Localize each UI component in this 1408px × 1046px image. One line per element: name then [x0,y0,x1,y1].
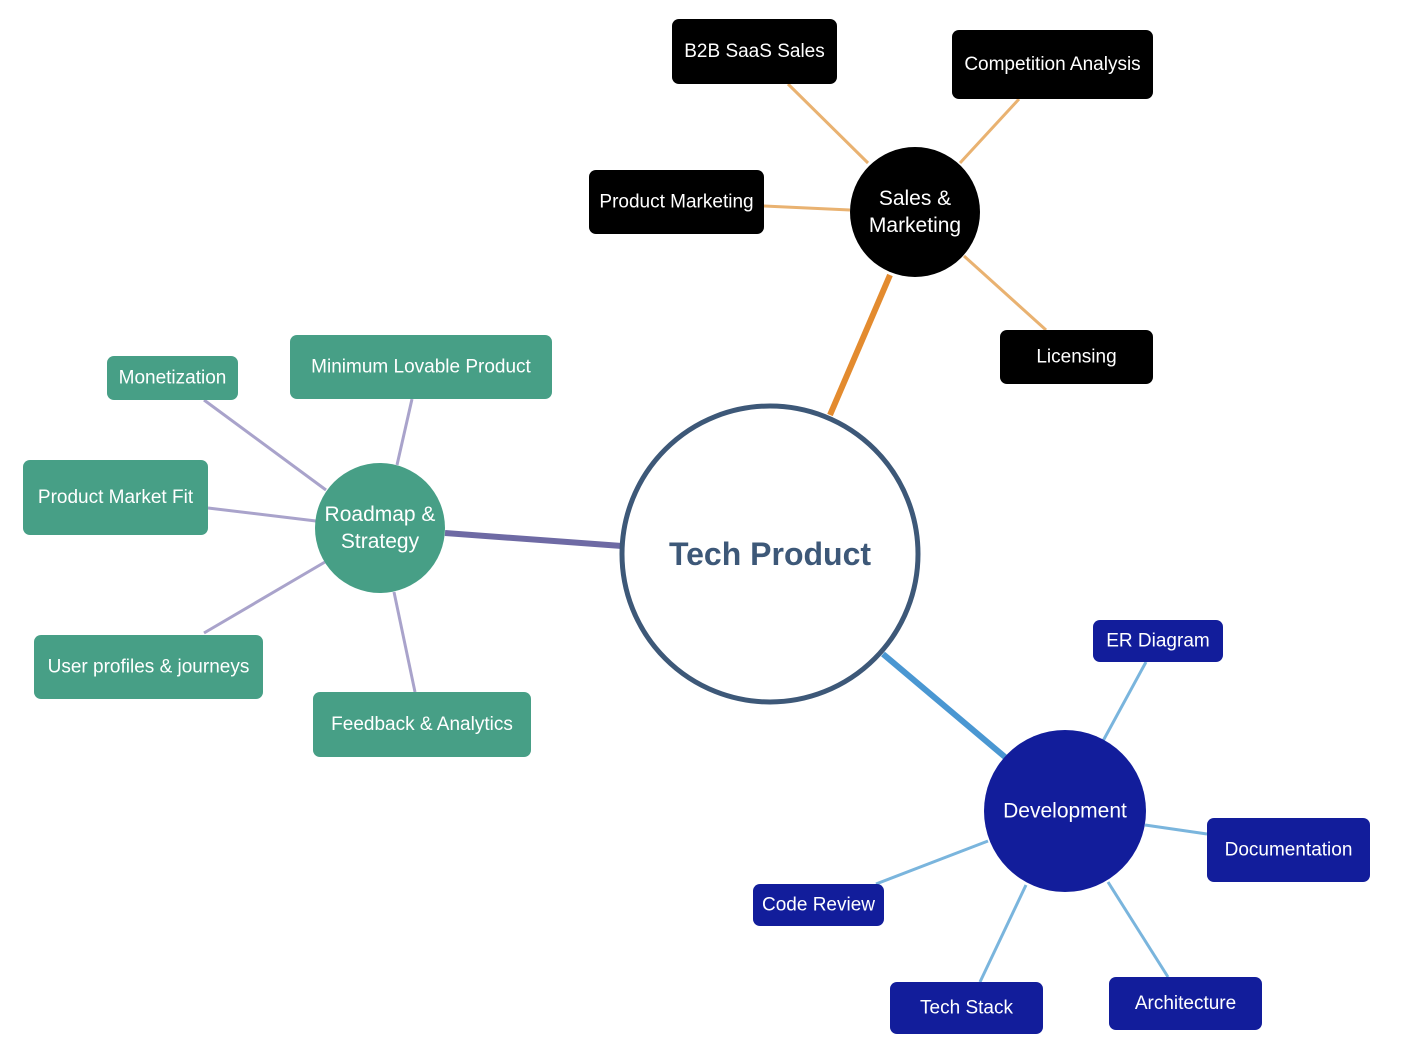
leaf-node-user-profiles-and-journeys[interactable]: User profiles & journeys [34,635,263,699]
leaf-node-label: Architecture [1135,993,1236,1014]
leaf-node-box [1109,977,1262,1030]
leaf-node-box [23,460,208,535]
leaf-node-label: B2B SaaS Sales [684,41,824,62]
hub-node-circle [315,463,445,593]
leaf-node-documentation[interactable]: Documentation [1207,818,1370,882]
leaf-node-feedback-and-analytics[interactable]: Feedback & Analytics [313,692,531,757]
leaf-node-box [1000,330,1153,384]
roadmap-leaf-edge [203,398,327,492]
leaf-node-label: Competition Analysis [964,54,1140,75]
leaf-node-tech-stack[interactable]: Tech Stack [890,982,1043,1034]
leaf-node-label: Product Market Fit [38,487,194,508]
leaf-node-competition-analysis[interactable]: Competition Analysis [952,30,1153,99]
leaf-node-label: ER Diagram [1106,631,1209,652]
leaf-node-monetization[interactable]: Monetization [107,356,238,400]
hub-node-label: Roadmap & [325,503,436,526]
leaf-node-label: Minimum Lovable Product [311,357,531,378]
leaf-node-licensing[interactable]: Licensing [1000,330,1153,384]
development-leaf-edge [875,839,989,886]
sales-leaf-edge [962,254,1048,332]
leaf-node-box [107,356,238,400]
leaf-node-box [672,19,837,84]
leaf-node-box [290,335,552,399]
leaf-node-box [34,635,263,699]
leaf-node-label: Product Marketing [599,192,753,213]
root-node-circle [619,403,921,705]
hub-node-label: Strategy [341,530,420,553]
hub-node-circle [984,730,1146,892]
leaf-node-label: Documentation [1225,840,1353,861]
leaf-node-label: Licensing [1036,347,1116,368]
development-leaf-edge [978,884,1028,983]
hub-node-development[interactable]: Development [984,730,1146,892]
leaf-node-code-review[interactable]: Code Review [753,884,884,926]
leaf-node-product-marketing[interactable]: Product Marketing [589,170,764,234]
development-main-edge [881,651,1007,760]
leaf-node-box [890,982,1043,1034]
hub-node-circle [850,147,980,277]
leaf-node-box [589,170,764,234]
leaf-node-architecture[interactable]: Architecture [1109,977,1262,1030]
roadmap-leaf-edge [207,506,317,523]
sales-leaf-edge [763,204,851,212]
hub-node-label: Sales & [879,187,951,210]
leaf-node-box [1207,818,1370,882]
edges-layer [203,82,1208,983]
leaf-node-label: Monetization [119,368,227,389]
roadmap-main-edge [444,530,623,549]
leaf-node-er-diagram[interactable]: ER Diagram [1093,620,1223,662]
hub-node-sales[interactable]: Sales & Marketing [850,147,980,277]
hub-node-label: Development [1003,800,1127,823]
leaf-node-product-market-fit[interactable]: Product Market Fit [23,460,208,535]
sales-main-edge [827,273,893,417]
root-node-label: Tech Product [669,536,871,572]
leaf-node-box [952,30,1153,99]
sales-leaf-edge [786,82,870,165]
hub-node-label: Marketing [869,214,961,237]
roadmap-leaf-edge [392,591,417,693]
leaf-node-box [753,884,884,926]
development-leaf-edge [1106,881,1170,978]
leaf-node-label: Code Review [762,895,875,916]
leaf-node-box [1093,620,1223,662]
leaf-node-box [313,692,531,757]
root-node[interactable]: Tech Product [619,403,921,705]
leaf-node-b2b-saas-sales[interactable]: B2B SaaS Sales [672,19,837,84]
sales-leaf-edge [958,97,1021,165]
leaf-node-label: Feedback & Analytics [331,714,513,735]
development-leaf-edge [1144,823,1208,836]
hub-node-roadmap[interactable]: Roadmap & Strategy [315,463,445,593]
roadmap-leaf-edge [203,560,326,635]
roadmap-leaf-edge [395,398,414,466]
development-leaf-edge [1101,661,1148,742]
leaf-node-minimum-lovable-product[interactable]: Minimum Lovable Product [290,335,552,399]
leaf-node-label: Tech Stack [920,998,1013,1019]
leaf-node-label: User profiles & journeys [48,657,250,678]
